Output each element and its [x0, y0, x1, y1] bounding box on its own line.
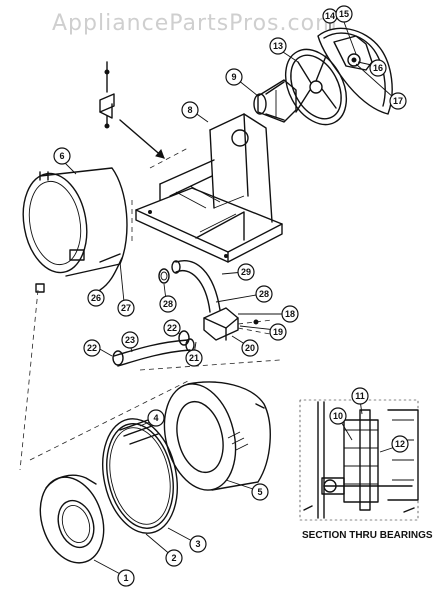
svg-text:2: 2: [171, 553, 176, 563]
svg-text:17: 17: [393, 96, 403, 106]
callout-22-right: 22: [163, 319, 181, 337]
callout-1: 1: [117, 569, 135, 587]
svg-text:16: 16: [373, 63, 383, 73]
callout-27: 27: [117, 299, 135, 317]
callout-21: 21: [185, 349, 203, 367]
callout-3: 3: [189, 535, 207, 553]
svg-text:11: 11: [355, 391, 365, 401]
svg-text:3: 3: [195, 539, 200, 549]
callout-22-left: 22: [83, 339, 101, 357]
callout-15: 15: [335, 5, 353, 23]
assembly-arrow: [119, 119, 165, 159]
svg-text:5: 5: [257, 487, 262, 497]
hose-clamp-right: [178, 330, 190, 346]
svg-text:22: 22: [167, 323, 177, 333]
svg-text:6: 6: [59, 151, 64, 161]
callout-29: 29: [237, 263, 255, 281]
arrow-head: [155, 149, 165, 159]
svg-text:28: 28: [163, 299, 173, 309]
callout-17: 17: [389, 92, 407, 110]
callout-4: 4: [147, 409, 165, 427]
callout-9: 9: [225, 68, 243, 86]
svg-text:18: 18: [285, 309, 295, 319]
callout-18: 18: [281, 305, 299, 323]
drum-part: [163, 381, 271, 491]
bearing-housing-part: [253, 79, 297, 123]
front-seal-part: [102, 418, 178, 534]
callout-6: 6: [53, 147, 71, 165]
callout-28-upper: 28: [255, 285, 273, 303]
callout-23: 23: [121, 331, 139, 349]
svg-text:4: 4: [153, 413, 158, 423]
section-caption: SECTION THRU BEARINGS: [302, 530, 433, 541]
callout-13: 13: [269, 37, 287, 55]
svg-text:15: 15: [339, 9, 349, 19]
hose-part: [171, 260, 221, 313]
svg-text:14: 14: [325, 11, 335, 21]
svg-text:28: 28: [259, 289, 269, 299]
front-panel-part: [39, 474, 105, 564]
hose-clamp-left: [112, 350, 124, 366]
callout-2: 2: [165, 549, 183, 567]
callout-20: 20: [241, 339, 259, 357]
callout-14: 14: [322, 8, 338, 24]
callout-12: 12: [391, 435, 409, 453]
harness-wire-part: [99, 257, 123, 291]
callout-8: 8: [181, 101, 199, 119]
section-inset: [299, 399, 419, 521]
svg-text:26: 26: [91, 293, 101, 303]
callout-11: 11: [351, 387, 369, 405]
svg-text:29: 29: [241, 267, 251, 277]
valve-part: [203, 307, 273, 341]
clamp-part: [158, 268, 170, 284]
frame-part: [135, 113, 283, 263]
svg-text:10: 10: [333, 411, 343, 421]
screws-part: [119, 419, 159, 445]
mounting-bracket-part: [99, 61, 115, 129]
svg-text:23: 23: [125, 335, 135, 345]
callout-5: 5: [251, 483, 269, 501]
callout-26: 26: [87, 289, 105, 307]
svg-text:27: 27: [121, 303, 131, 313]
svg-text:1: 1: [123, 573, 128, 583]
svg-text:8: 8: [187, 105, 192, 115]
svg-text:19: 19: [273, 327, 283, 337]
svg-text:13: 13: [273, 41, 283, 51]
assembly-lines: [19, 147, 281, 471]
callout-16: 16: [369, 59, 387, 77]
callout-19: 19: [269, 323, 287, 341]
svg-text:20: 20: [245, 343, 255, 353]
svg-text:22: 22: [87, 343, 97, 353]
callout-10: 10: [329, 407, 347, 425]
svg-text:21: 21: [189, 353, 199, 363]
callout-28-lower: 28: [159, 295, 177, 313]
rear-drum-head-part: [22, 167, 128, 293]
svg-text:9: 9: [231, 72, 236, 82]
watermark-text: AppliancePartsPros.com: [52, 11, 338, 36]
svg-text:12: 12: [395, 439, 405, 449]
